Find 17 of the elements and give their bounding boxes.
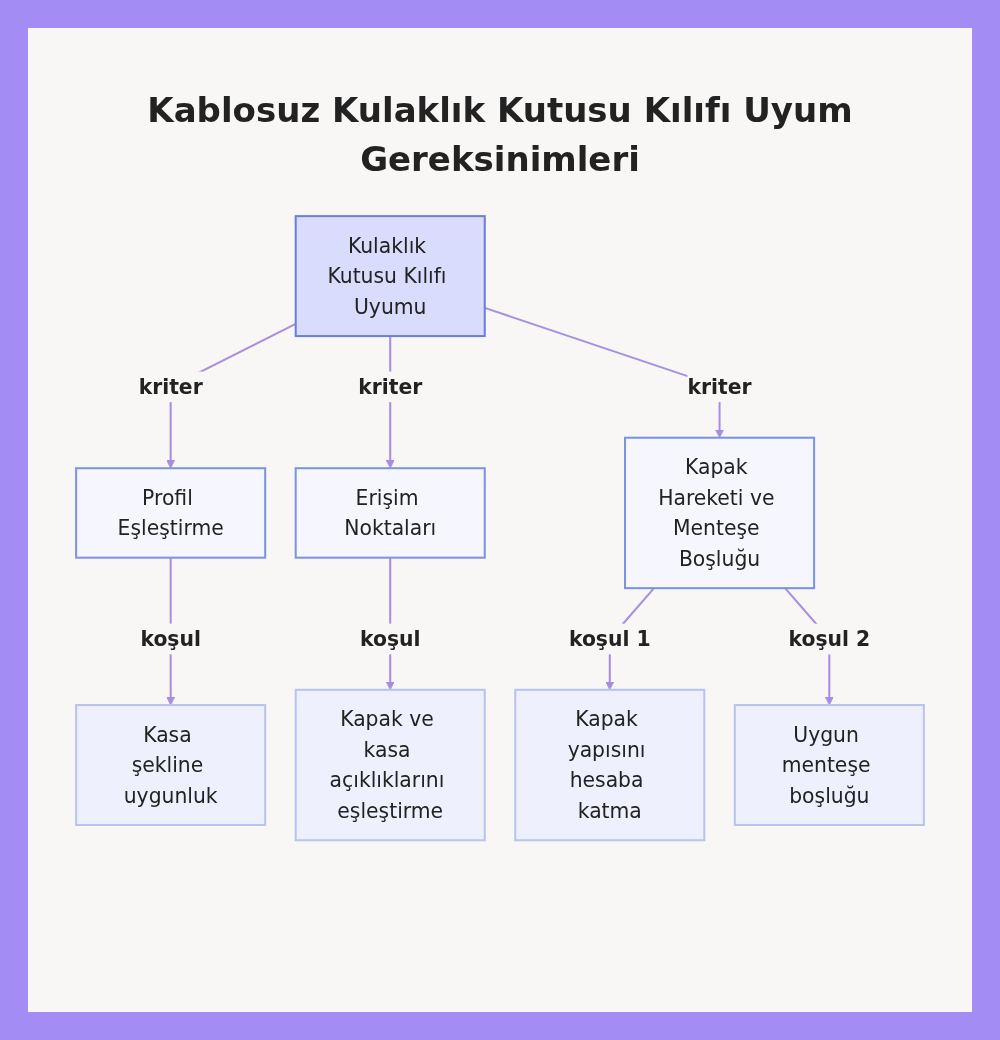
node-box [75,467,267,559]
node-box [624,436,816,590]
node-box [294,467,486,559]
node-box [294,215,486,338]
node-box [514,688,706,842]
edge-label: kriter [687,374,752,400]
edge-label: koşul [359,626,421,652]
node-box [294,688,486,842]
edge-label: koşul 2 [788,626,871,652]
flowchart: kriter kriter kriter koşul koşul koşul 1 koşul 2 Kulaklık Kutusu Kılıfı Uyumu Profil Eşleştirme Erişim Noktaları Kapak Hareketi ve Menteşe Boşluğu Kasa şekline uygunluk Kapak ve kasa açıklıklarını eşleştirme Kapak yapısını hesaba katma Uygun menteşe boşluğu [68,208,932,849]
diagram-title: Kablosuz Kulaklık Kutusu Kılıfı Uyum Gereksinimleri [146,89,854,182]
node-box [75,704,267,826]
edge-label: kriter [138,374,203,400]
edge-label: koşul [140,626,201,652]
node-box [733,704,925,826]
edge-label: koşul 1 [568,626,651,652]
edge-label: kriter [358,374,423,400]
